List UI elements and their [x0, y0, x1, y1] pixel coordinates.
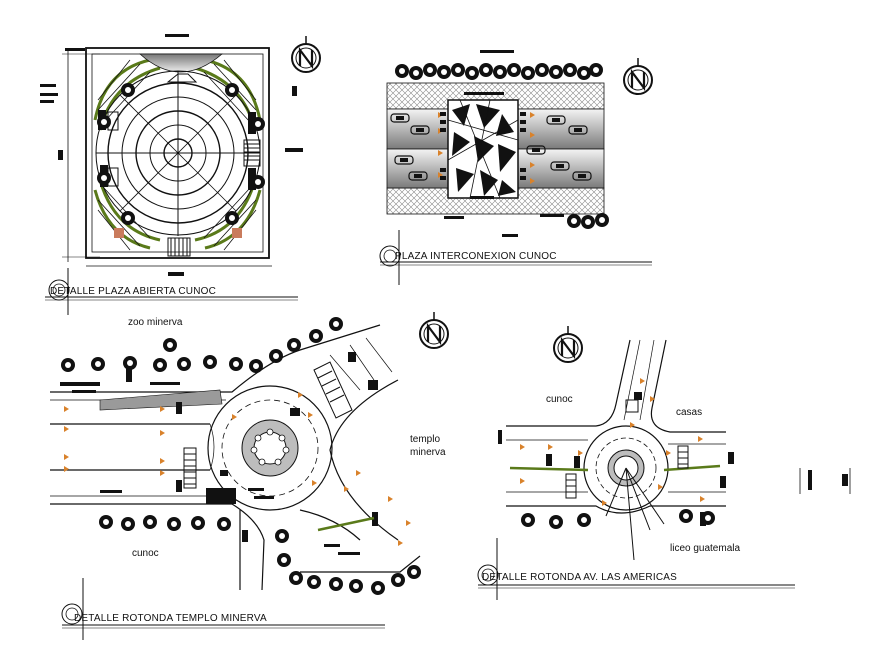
rotonda-americas-title: DETALLE ROTONDA AV. LAS AMERICAS — [482, 572, 677, 583]
north-arrow-icon — [552, 324, 584, 364]
north-arrow-icon — [622, 56, 654, 96]
rotonda-minerva-title: DETALLE ROTONDA TEMPLO MINERVA — [74, 613, 267, 624]
plaza-interconexion-title-block: PLAZA INTERCONEXION CUNOC — [379, 230, 652, 285]
cunoc-label-minerva: cunoc — [132, 548, 159, 559]
templo-label: templo — [410, 434, 440, 445]
rotonda-minerva-title-block: DETALLE ROTONDA TEMPLO MINERVA — [61, 578, 385, 640]
cunoc-label-americas: cunoc — [546, 394, 573, 405]
plaza-abierta-title: DETALLE PLAZA ABIERTA CUNOC — [50, 286, 216, 297]
plaza-abierta-title-block: DETALLE PLAZA ABIERTA CUNOC — [45, 268, 298, 315]
liceo-label: liceo guatemala — [670, 543, 740, 554]
plaza-interconexion-drawing: PLAZA INTERCONEXION CUNOC — [379, 50, 654, 285]
rotonda-minerva-drawing: zoo minerva templo minerva cunoc — [50, 310, 450, 640]
rotonda-americas-drawing: cunoc casas liceo guatemala — [477, 324, 851, 600]
zoo-minerva-label: zoo minerva — [128, 317, 183, 328]
north-arrow-icon — [290, 34, 322, 74]
north-arrow-icon — [418, 310, 450, 350]
plaza-abierta-drawing: DETALLE PLAZA ABIERTA CUNOC — [40, 34, 322, 315]
minerva-label: minerva — [410, 447, 446, 458]
plaza-interconexion-title: PLAZA INTERCONEXION CUNOC — [395, 251, 557, 262]
casas-label: casas — [676, 407, 702, 418]
rotonda-americas-title-block: DETALLE ROTONDA AV. LAS AMERICAS — [477, 538, 795, 600]
